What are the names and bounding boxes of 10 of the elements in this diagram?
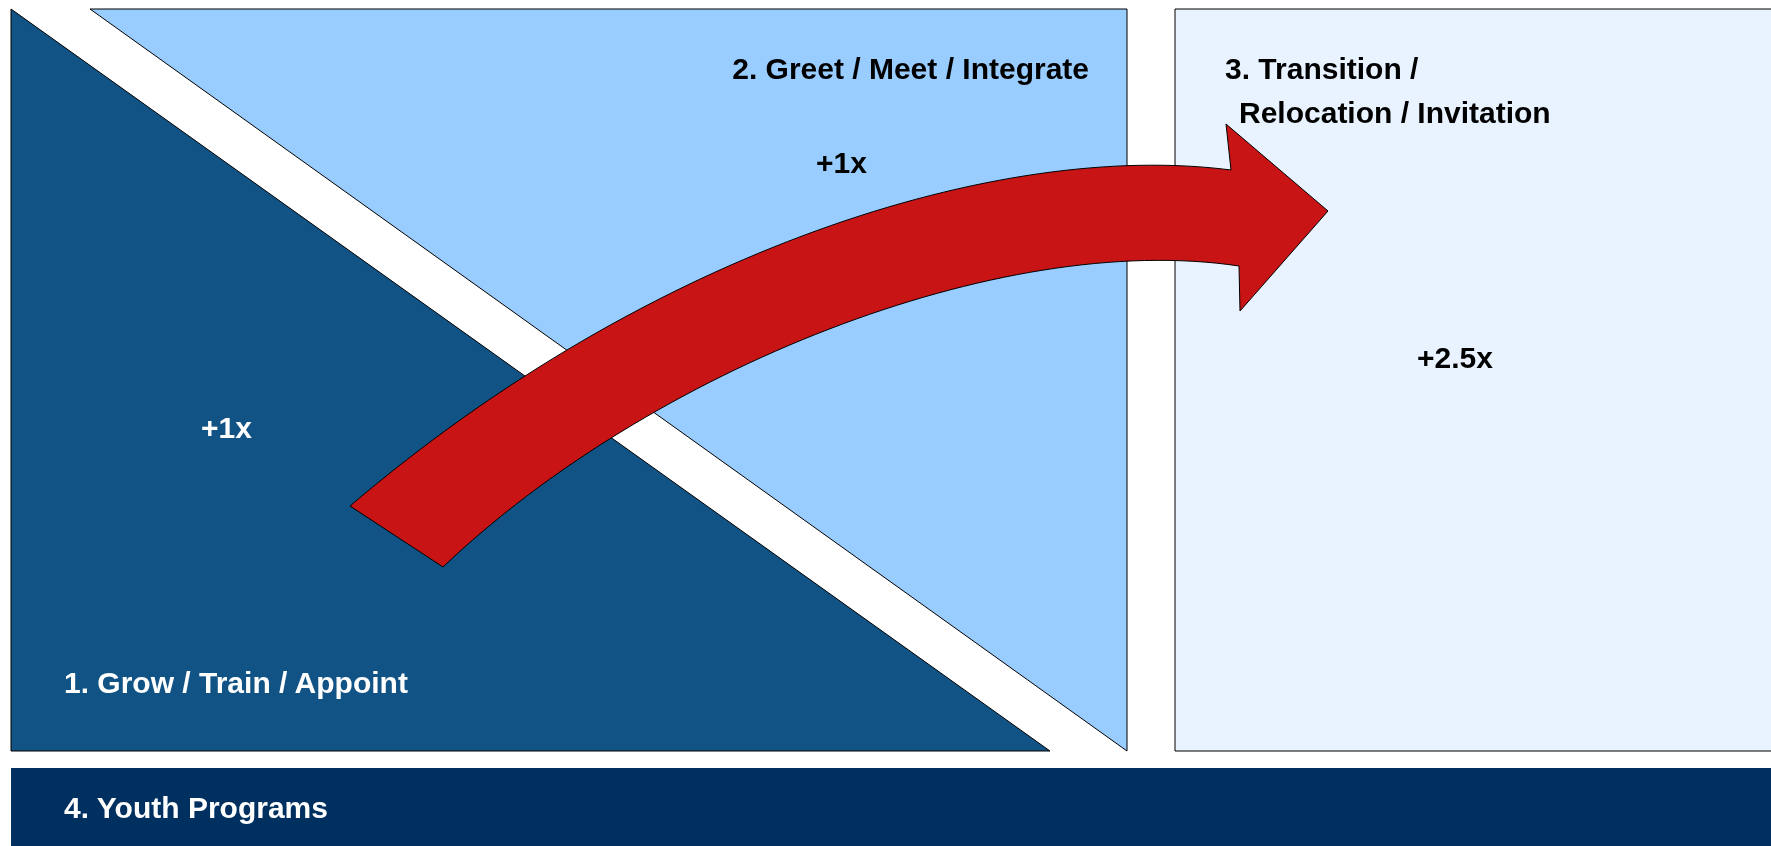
multiplier-label: +1x <box>201 410 252 446</box>
stage-title: 2. Greet / Meet / Integrate <box>732 51 1089 87</box>
stage-title: 3. Transition / Relocation / Invitation <box>1225 51 1551 131</box>
multiplier-label: +2.5x <box>1417 340 1493 376</box>
stage-title: 1. Grow / Train / Appoint <box>64 665 408 701</box>
stage-band <box>11 768 1771 846</box>
stage-title: 4. Youth Programs <box>64 790 328 826</box>
curved-arrow <box>349 123 1329 568</box>
stage-panel <box>1175 9 1771 751</box>
multiplier-label: +1x <box>816 145 867 181</box>
